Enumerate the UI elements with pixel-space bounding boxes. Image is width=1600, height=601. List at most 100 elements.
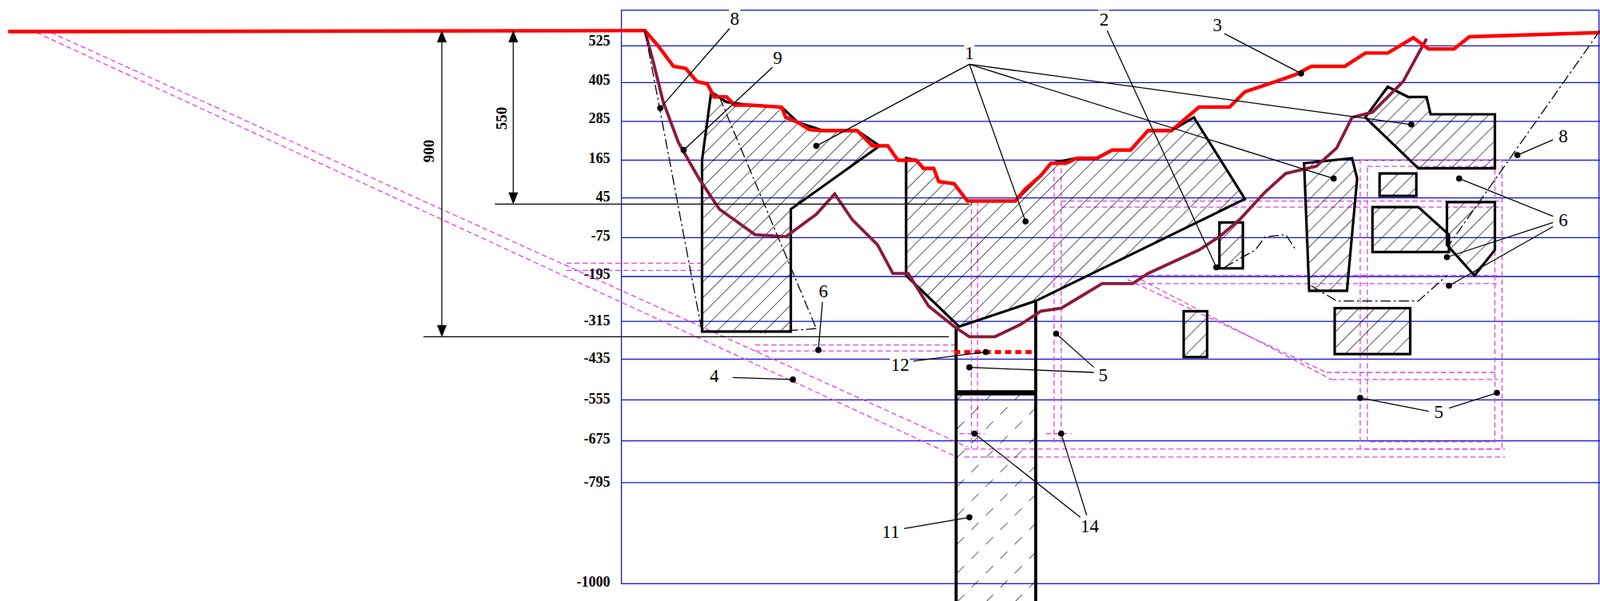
ore-bodies <box>701 87 1495 358</box>
pit-limit-lines <box>644 30 1600 333</box>
callout-leaders <box>969 367 1095 373</box>
dimension-label: 900 <box>421 139 437 164</box>
callout-leaders <box>1055 333 1094 367</box>
callout-leaders <box>660 28 1553 530</box>
pit-limit-lines <box>1224 234 1296 268</box>
callout-number: 5 <box>1433 401 1445 421</box>
mine-workings <box>964 456 1506 458</box>
level-grid <box>621 45 1600 47</box>
callout-leaders <box>913 351 987 361</box>
elevation-label: -555 <box>584 391 611 406</box>
elevation-label: -795 <box>584 474 611 490</box>
callout-number: 5 <box>1097 365 1109 384</box>
pit-limit-lines <box>1311 275 1448 302</box>
ore-column <box>954 301 1036 601</box>
mine-workings <box>1326 371 1499 373</box>
leader-dots <box>1444 254 1451 261</box>
callout-number: 9 <box>772 47 784 67</box>
callout-leaders <box>969 63 1334 179</box>
leader-dots <box>1408 121 1415 128</box>
level-grid <box>621 10 1600 585</box>
leader-dots <box>813 143 820 150</box>
ore-column <box>955 393 1036 601</box>
current-surface <box>7 30 1600 201</box>
pit-limit-lines <box>644 30 703 332</box>
dimension-lines <box>509 192 518 203</box>
mine-workings <box>51 32 968 447</box>
callout-leaders <box>1448 226 1553 286</box>
dimension-lines <box>494 203 970 205</box>
elevation-label: -1000 <box>577 574 611 590</box>
leader-dots <box>1058 430 1065 438</box>
callout-leaders <box>1517 139 1554 156</box>
ore-bodies <box>1183 310 1207 357</box>
leader-dots <box>971 430 979 438</box>
callout-leaders <box>903 517 970 529</box>
callout-leaders <box>660 28 730 109</box>
callout-leaders <box>969 63 1026 222</box>
callout-leaders <box>1224 33 1302 74</box>
leader-dots <box>1297 70 1305 77</box>
callout-leaders <box>732 377 793 380</box>
dimension-label: 550 <box>493 107 509 131</box>
ore-column <box>954 326 958 601</box>
elevation-label: 525 <box>589 33 611 48</box>
elevation-label: -435 <box>584 350 611 366</box>
mine-workings <box>1127 279 1327 373</box>
leader-dots <box>1022 218 1029 225</box>
leader-dots <box>1493 390 1501 397</box>
callout-leaders <box>818 302 823 351</box>
callout-leaders <box>1106 30 1217 267</box>
pit-limit-lines <box>719 96 816 329</box>
pit-final-contour <box>644 30 1427 337</box>
elevation-label: -675 <box>584 431 611 446</box>
dimension-lines <box>423 336 950 338</box>
callout-number: 4 <box>708 366 721 385</box>
level-grid <box>621 440 1600 442</box>
elevation-label: -75 <box>591 228 611 243</box>
callout-leaders <box>969 63 1412 124</box>
mine-workings <box>566 262 705 264</box>
mine-workings <box>755 350 956 352</box>
elevation-label: 285 <box>589 111 611 126</box>
callout-number: 2 <box>1098 10 1111 29</box>
leader-dots <box>1357 394 1364 402</box>
mine-workings <box>1360 159 1502 449</box>
dimension-lines <box>509 31 518 43</box>
dimension-lines <box>513 39 514 197</box>
pit-limit-lines <box>760 328 816 333</box>
leader-dots <box>983 349 990 356</box>
callout-number: 6 <box>1557 210 1569 229</box>
mine-workings <box>755 344 956 346</box>
leader-dots <box>1456 175 1463 183</box>
mine-workings <box>1140 279 1332 380</box>
level-grid <box>621 481 1600 483</box>
mine-workings <box>36 32 1505 458</box>
ore-bodies <box>1219 222 1243 268</box>
mine-workings <box>36 32 958 458</box>
callout-leaders <box>1448 393 1497 409</box>
level-grid <box>621 399 1600 401</box>
callout-number: 6 <box>818 281 830 300</box>
ore-column <box>1034 301 1038 601</box>
leader-dots <box>656 70 1521 521</box>
callout-leaders <box>1446 222 1553 257</box>
callout-number: 14 <box>1079 516 1100 535</box>
ore-column <box>954 350 1033 355</box>
elevation-label: 45 <box>596 189 611 204</box>
leader-dots <box>1445 282 1453 290</box>
leader-dots <box>1330 175 1338 183</box>
callout-leaders <box>1061 433 1087 516</box>
ore-bodies <box>701 91 880 332</box>
leader-dots <box>815 346 822 354</box>
pit-limit-lines <box>1448 30 1600 245</box>
callout-number: 1 <box>963 43 976 63</box>
callout-leaders <box>1360 398 1429 412</box>
callout-number: 8 <box>1557 126 1569 145</box>
elevation-label: -195 <box>584 266 611 282</box>
callout-number: 3 <box>1211 15 1223 34</box>
level-grid <box>621 10 1600 585</box>
callout-number: 8 <box>729 8 741 28</box>
